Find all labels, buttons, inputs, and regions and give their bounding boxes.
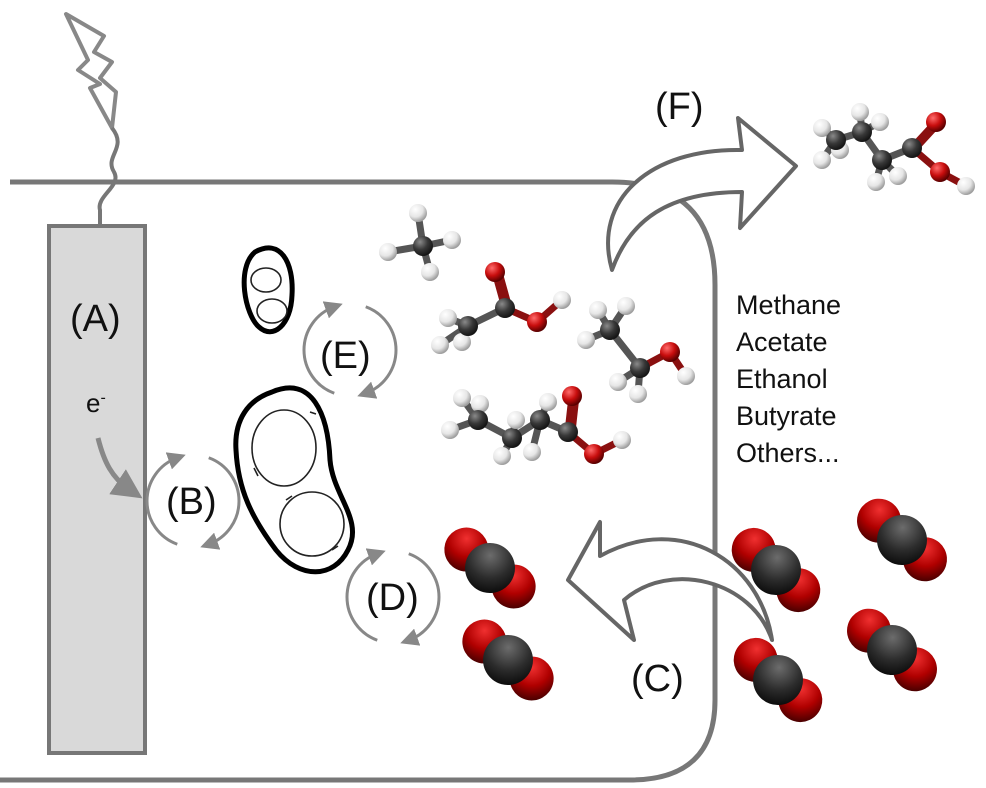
butyrate-product-molecule	[813, 103, 975, 195]
methane-molecule	[379, 204, 461, 281]
atom-H	[813, 151, 831, 169]
electron-label: e-	[86, 388, 106, 418]
co2-molecule	[731, 527, 821, 613]
cycle-e	[302, 301, 398, 399]
atom-H	[409, 204, 427, 222]
atom-C	[852, 122, 872, 142]
atom-O	[485, 262, 505, 282]
electron-flow-arrow	[95, 437, 143, 499]
atom-C	[877, 515, 927, 565]
atom-H	[439, 309, 457, 327]
atom-H	[609, 373, 627, 391]
atom-H	[851, 103, 869, 121]
atom-O	[584, 444, 604, 464]
atom-C	[751, 545, 801, 595]
atom-C	[458, 316, 478, 336]
atom-H	[421, 263, 439, 281]
co2-molecules	[444, 498, 947, 723]
label-d: (D)	[366, 577, 419, 619]
label-e: (E)	[320, 335, 371, 377]
ethanol-molecule	[577, 297, 695, 403]
microbe-large	[233, 385, 356, 575]
cycle-d	[345, 548, 441, 646]
product-output-arrow	[606, 116, 798, 272]
atom-H	[453, 333, 471, 351]
atom-H	[677, 367, 695, 385]
atom-H	[577, 331, 595, 349]
atom-C	[902, 138, 922, 158]
atom-O	[527, 312, 547, 332]
co2-molecule	[444, 527, 536, 609]
atom-C	[872, 150, 892, 170]
microbe-small	[241, 245, 295, 335]
atom-O	[660, 342, 680, 362]
atom-H	[539, 393, 557, 411]
product-list: Methane Acetate Ethanol Butyrate Others.…	[736, 287, 841, 472]
atom-C	[468, 410, 488, 430]
atom-H	[613, 431, 631, 449]
atom-H	[871, 113, 889, 131]
atom-H	[629, 385, 647, 403]
atom-H	[379, 243, 397, 261]
atom-H	[431, 336, 449, 354]
co2-molecule	[462, 619, 554, 701]
atom-C	[753, 655, 803, 705]
label-c: (C)	[631, 658, 684, 700]
lightning-bolt-icon	[64, 12, 118, 130]
atom-O	[926, 112, 946, 132]
atom-H	[617, 297, 635, 315]
atom-H	[957, 177, 975, 195]
atom-H	[471, 395, 489, 413]
atom-H	[453, 389, 471, 407]
atom-O	[930, 162, 950, 182]
microbe-small-cycle-icon	[250, 267, 288, 324]
product-acetate: Acetate	[736, 327, 828, 357]
electrode-wire	[97, 126, 120, 226]
acetate-molecule	[431, 262, 571, 354]
label-b: (B)	[166, 481, 217, 523]
co2-molecule	[733, 637, 823, 723]
atom-H	[553, 291, 571, 309]
cycle-b	[145, 452, 241, 550]
atom-C	[630, 358, 650, 378]
atom-C	[600, 320, 620, 340]
product-ethanol: Ethanol	[736, 364, 828, 394]
atom-H	[813, 119, 831, 137]
product-butyrate: Butyrate	[736, 401, 837, 431]
atom-H	[889, 167, 907, 185]
label-f: (F)	[655, 86, 704, 128]
atom-H	[443, 231, 461, 249]
atom-C	[530, 410, 550, 430]
atom-H	[523, 443, 541, 461]
atom-C	[558, 422, 578, 442]
product-methane: Methane	[736, 290, 842, 320]
atom-C	[826, 130, 846, 150]
atom-C	[413, 236, 433, 256]
co2-molecule	[857, 498, 947, 582]
atom-H	[507, 411, 525, 429]
atom-H	[589, 301, 607, 319]
atom-C	[502, 428, 522, 448]
microbe-large-cycle-icon	[251, 409, 345, 557]
atom-H	[493, 447, 511, 465]
atom-C	[483, 635, 533, 685]
atom-C	[867, 625, 917, 675]
reaction-cycles	[145, 301, 441, 646]
product-others: Others...	[736, 438, 840, 468]
atom-C	[465, 543, 515, 593]
atom-O	[562, 386, 582, 406]
label-a: (A)	[70, 298, 121, 340]
atom-H	[441, 421, 459, 439]
co2-input-arrow	[566, 520, 774, 642]
butyrate-molecule	[441, 386, 631, 465]
atom-C	[495, 298, 515, 318]
molecules	[379, 103, 975, 465]
atom-H	[867, 173, 885, 191]
co2-molecule	[847, 608, 937, 692]
